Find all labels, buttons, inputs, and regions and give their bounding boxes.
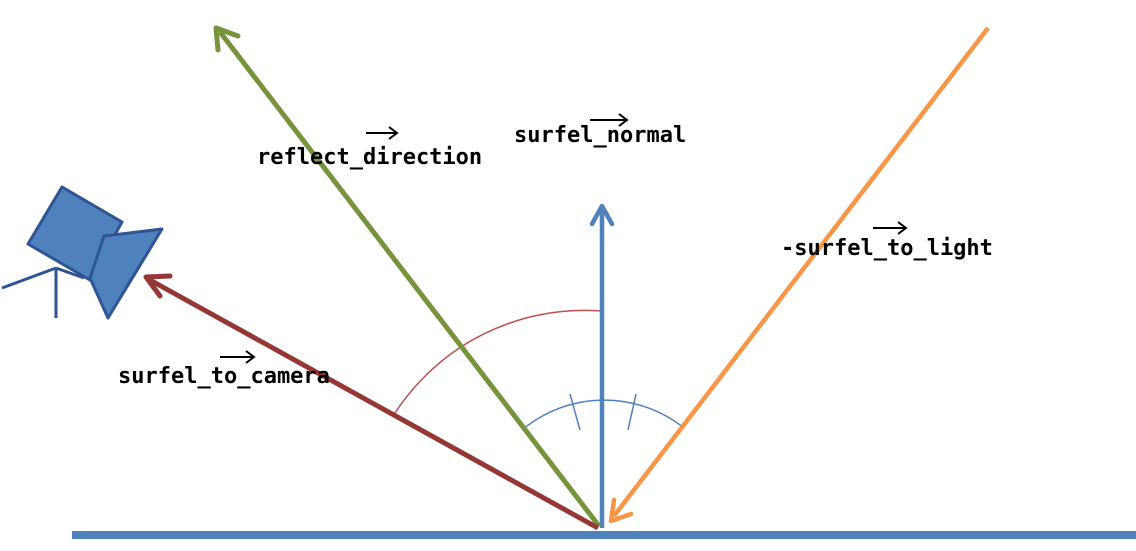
surfel-to-light-label-group: -surfel_to_light [781, 221, 993, 261]
angle-tick-left [569, 393, 581, 431]
camera-icon [1, 185, 164, 320]
surfel-to-camera-label-group: surfel_to_camera [118, 350, 330, 389]
surfel-to-light-label: -surfel_to_light [781, 236, 993, 261]
reflect-direction-label-group: reflect_direction [257, 126, 482, 170]
reflect-direction-label: reflect_direction [257, 145, 482, 170]
surfel-normal-label: surfel_normal [514, 123, 686, 148]
angle-arc-camera-normal [394, 309, 602, 414]
surfel-to-light-vector [608, 26, 990, 524]
vector-arrow-icon [873, 221, 908, 235]
surfel-to-camera-vector [143, 273, 600, 531]
surfel-normal-vector [589, 203, 615, 528]
vector-arrow-icon [590, 113, 629, 127]
angle-tick-right [627, 393, 637, 431]
vector-arrow-icon [220, 350, 256, 364]
vector-arrow-icon [366, 126, 399, 140]
surfel-normal-label-group: surfel_normal [514, 113, 686, 148]
surfel-to-camera-label: surfel_to_camera [118, 364, 330, 389]
reflect-direction-vector [213, 25, 601, 528]
